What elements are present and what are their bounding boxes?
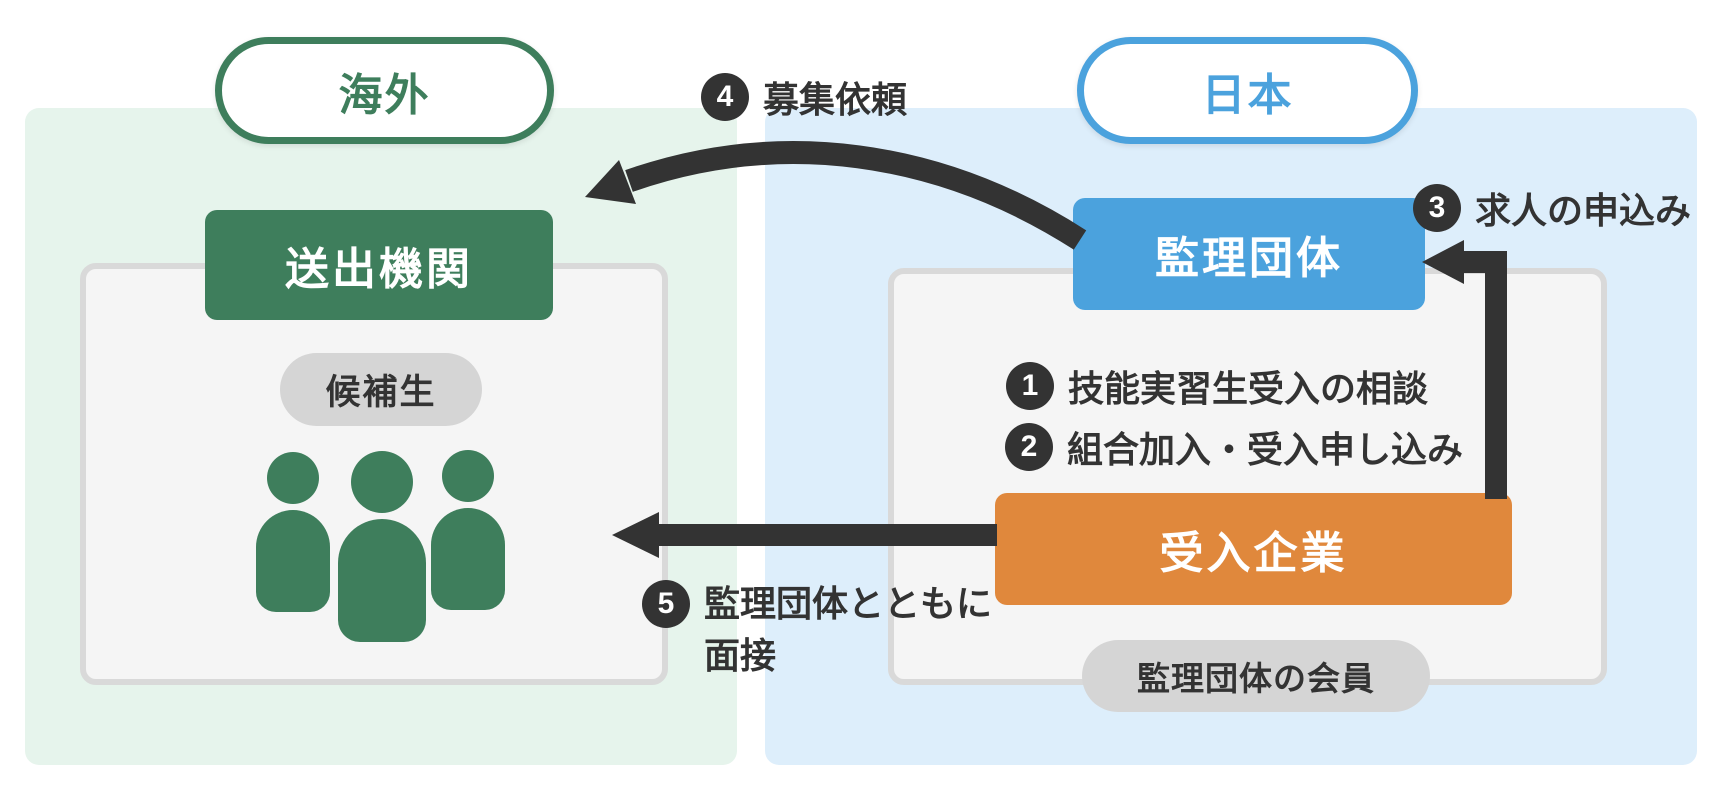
step-2-number-badge: 2: [1005, 423, 1053, 471]
sending-organization-box: 送出機関: [205, 210, 553, 320]
person-icon: [431, 450, 505, 610]
candidates-pill: 候補生: [280, 353, 482, 426]
person-icon: [338, 451, 426, 642]
candidates-label: 候補生: [325, 373, 437, 412]
accepting-company-box: 受入企業: [995, 493, 1512, 605]
japan-region-label: 日本: [1201, 70, 1294, 120]
supervising-organization-box: 監理団体: [1073, 198, 1425, 310]
step-4-number-badge: 4: [701, 73, 749, 121]
step-3-number-badge: 3: [1413, 184, 1461, 232]
step-1-text: 技能実習生受入の相談: [1068, 368, 1429, 409]
sending-organization-label: 送出機関: [285, 245, 473, 294]
membership-label: 監理団体の会員: [1137, 660, 1375, 697]
japan-inner-box: [888, 268, 1607, 685]
step-2-text: 組合加入・受入申し込み: [1067, 429, 1464, 470]
japan-region-pill: 日本: [1077, 37, 1418, 144]
step-1-label: 1 技能実習生受入の相談: [1006, 360, 1428, 412]
step-3-text: 求人の申込み: [1475, 190, 1692, 231]
step-3-label: 3 求人の申込み: [1413, 182, 1691, 234]
step-5-label: 5 監理団体とともに 面接: [642, 578, 992, 682]
step-4-text: 募集依頼: [763, 79, 908, 120]
step-4-label: 4 募集依頼: [701, 71, 907, 123]
supervising-organization-label: 監理団体: [1155, 234, 1343, 283]
person-icon: [256, 452, 330, 612]
accepting-company-label: 受入企業: [1159, 529, 1348, 578]
overseas-region-label: 海外: [338, 70, 431, 120]
step-2-label: 2 組合加入・受入申し込み: [1005, 421, 1463, 473]
membership-pill: 監理団体の会員: [1082, 640, 1430, 712]
step-1-number-badge: 1: [1006, 362, 1054, 410]
overseas-region-pill: 海外: [215, 37, 554, 144]
step-5-text-line2: 面接: [704, 635, 777, 676]
step-5-text-line1: 監理団体とともに: [704, 583, 993, 624]
step-5-number-badge: 5: [642, 580, 690, 628]
